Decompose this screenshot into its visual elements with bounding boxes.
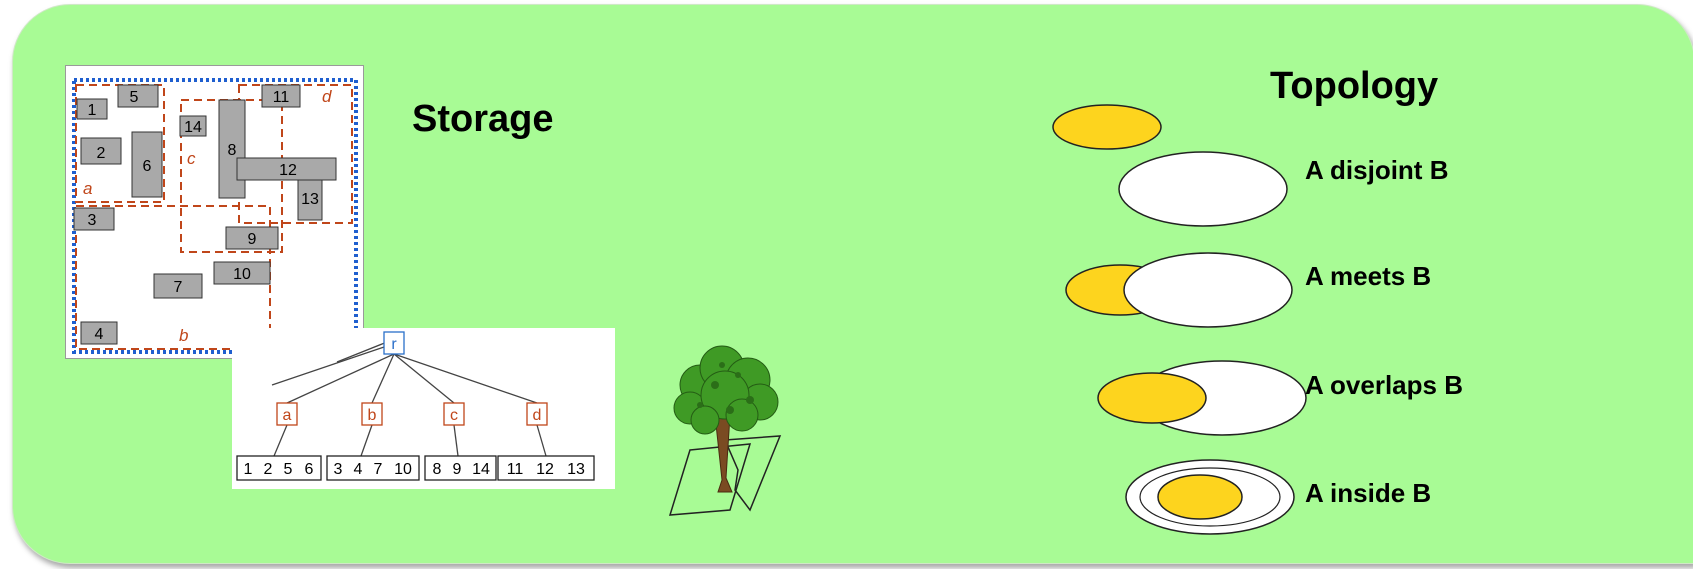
relation-meets-label: A meets B [1305,261,1431,292]
svg-text:14: 14 [472,461,490,478]
svg-text:12: 12 [279,162,297,179]
svg-text:12: 12 [536,461,554,478]
svg-text:a: a [283,407,292,424]
tree-icon [660,340,800,520]
spatial-object-8: 8 [219,100,245,198]
svg-text:1: 1 [88,102,97,119]
relation-inside-label: A inside B [1305,478,1431,509]
svg-text:5: 5 [130,89,139,106]
spatial-object-13: 13 [298,180,322,220]
svg-text:7: 7 [374,461,383,478]
relation-meets-shapes [1066,253,1292,327]
rtree-node-c: c [444,403,464,425]
svg-text:13: 13 [301,191,319,208]
relation-overlaps-shapes [1098,361,1306,435]
svg-text:14: 14 [184,119,202,136]
relation-overlaps-label: A overlaps B [1305,370,1463,401]
spatial-object-6: 6 [132,132,162,197]
rtree-node-a: a [277,403,297,425]
relation-inside-shapes [1126,460,1294,534]
svg-text:9: 9 [248,231,257,248]
svg-text:8: 8 [228,142,237,159]
svg-text:2: 2 [97,145,106,162]
rtree-spatial-diagram: a b c d 1 5 2 6 14 8 11 [65,65,364,359]
svg-text:8: 8 [433,461,442,478]
svg-text:1: 1 [244,461,253,478]
spatial-object-7: 7 [154,274,202,298]
relation-disjoint-shapes [1053,105,1287,226]
svg-text:10: 10 [394,461,412,478]
rtree-leaf-a: 1 2 5 6 [237,456,321,480]
svg-text:c: c [450,407,458,424]
svg-text:7: 7 [174,279,183,296]
mbr-label-a: a [83,179,92,198]
spatial-object-3: 3 [74,208,114,230]
svg-text:5: 5 [284,461,293,478]
svg-text:6: 6 [143,158,152,175]
svg-text:13: 13 [567,461,585,478]
mbr-label-b: b [179,326,188,345]
svg-text:r: r [391,336,397,353]
topology-heading: Topology [1270,65,1438,108]
svg-text:2: 2 [264,461,273,478]
mbr-label-c: c [187,149,196,168]
rtree-spatial-svg: a b c d 1 5 2 6 14 8 11 [66,66,363,358]
spatial-object-14: 14 [180,116,206,136]
relation-disjoint-label: A disjoint B [1305,155,1448,186]
spatial-object-4: 4 [81,322,117,344]
rtree-leaf-b: 3 4 7 10 [327,456,419,480]
svg-text:11: 11 [507,461,524,478]
svg-text:11: 11 [273,89,290,106]
svg-text:3: 3 [88,212,97,229]
svg-text:9: 9 [453,461,462,478]
svg-text:b: b [368,407,377,424]
svg-text:3: 3 [334,461,343,478]
svg-text:4: 4 [95,326,104,343]
spatial-object-12: 12 [237,158,336,180]
mbr-label-d: d [322,87,332,106]
spatial-object-11: 11 [262,85,300,107]
rtree-node-d: d [527,403,547,425]
spatial-object-9: 9 [226,227,278,249]
rtree-node-diagram: r a b c d 1 2 5 6 3 4 [232,328,615,489]
svg-text:d: d [533,407,542,424]
topology-diagram [1010,105,1310,535]
rtree-node-b: b [362,403,382,425]
rtree-leaf-d: 11 12 13 [498,456,594,480]
rtree-root-node: r [384,332,404,354]
spatial-object-2: 2 [81,138,121,164]
spatial-object-10: 10 [214,262,270,284]
spatial-object-1: 1 [77,99,107,119]
rtree-leaf-c: 8 9 14 [425,456,496,480]
spatial-object-5: 5 [118,85,158,107]
svg-text:10: 10 [233,266,251,283]
rtree-node-svg: r a b c d 1 2 5 6 3 4 [232,328,615,489]
svg-text:6: 6 [305,461,314,478]
svg-text:4: 4 [354,461,363,478]
storage-heading: Storage [412,98,553,141]
